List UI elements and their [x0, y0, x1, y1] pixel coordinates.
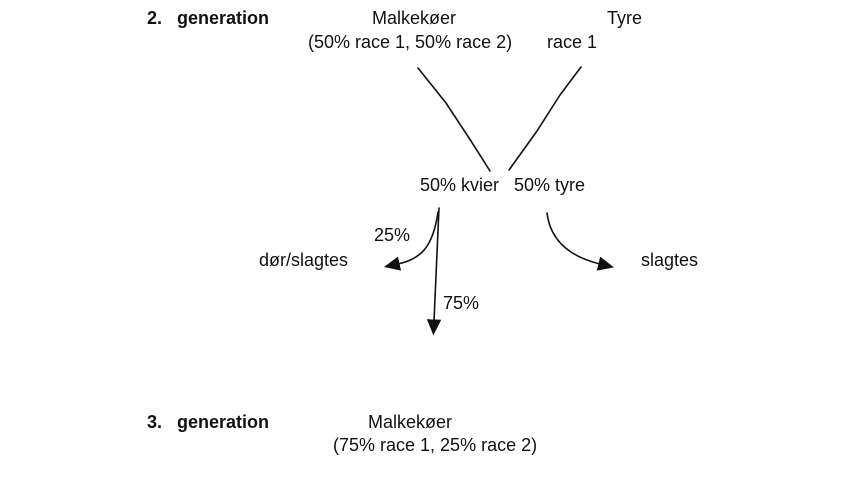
- generation2-sires-title: Tyre: [607, 8, 643, 28]
- generation2-dams-title: Malkekøer: [372, 8, 457, 28]
- heifers-cull-percentage: 25%: [374, 225, 411, 245]
- generation3-label: generation: [177, 412, 270, 432]
- generation2-label: generation: [177, 8, 270, 28]
- pedigree-line-right: [508, 66, 582, 171]
- arrow-curve-25: [383, 211, 439, 271]
- bulls-outcome: slagtes: [641, 250, 699, 270]
- arrow-down-75: [426, 207, 442, 336]
- arrow-curve-slagtes: [546, 212, 614, 271]
- generation3-dams-title: Malkekøer: [368, 412, 453, 432]
- generation2-dams-subtitle: (50% race 1, 50% race 2): [308, 32, 513, 52]
- heifers-cull-outcome: dør/slagtes: [259, 250, 349, 270]
- generation2-number: 2.: [147, 8, 163, 28]
- offspring-heifers-label: 50% kvier: [420, 175, 500, 195]
- generation3-number: 3.: [147, 412, 163, 432]
- generation3-dams-subtitle: (75% race 1, 25% race 2): [333, 435, 538, 455]
- pedigree-line-left: [417, 67, 491, 172]
- offspring-bulls-label: 50% tyre: [514, 175, 586, 195]
- generation2-sires-subtitle: race 1: [547, 32, 598, 52]
- heifers-keep-percentage: 75%: [443, 293, 480, 313]
